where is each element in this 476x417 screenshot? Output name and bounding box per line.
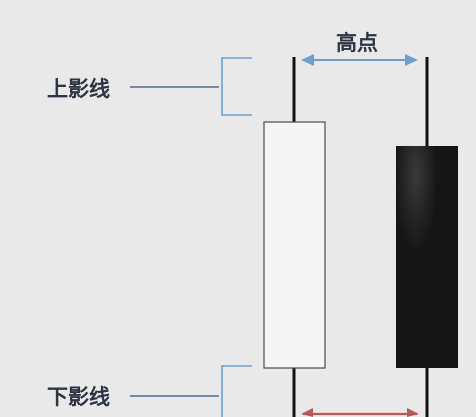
- upper-shadow-label: 上影线: [47, 77, 110, 101]
- upper-shadow-bracket: [130, 57, 252, 116]
- bullish-candle: [263, 57, 326, 417]
- high-point-label: 高点: [336, 31, 378, 55]
- bearish-candle-body: [396, 146, 458, 368]
- lower-shadow-bracket: [130, 365, 252, 417]
- high-point-arrow: [301, 54, 418, 66]
- bearish-candle: [396, 57, 458, 417]
- bullish-candle-body: [263, 121, 326, 369]
- lower-shadow-label: 下影线: [47, 385, 110, 409]
- low-point-arrow: [301, 408, 419, 417]
